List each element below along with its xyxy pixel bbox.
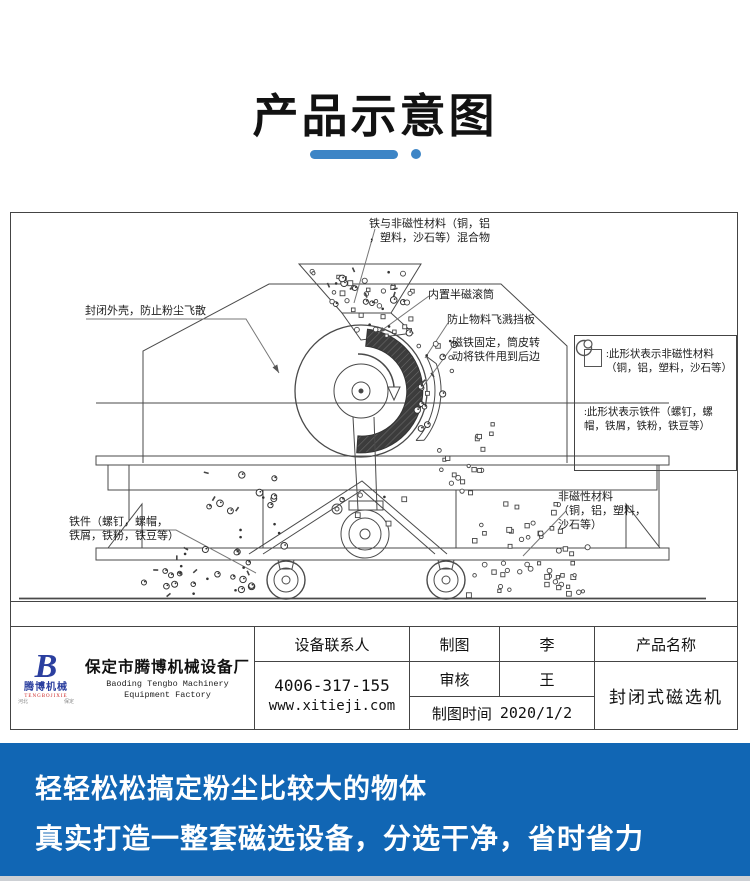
drafter-label-cell: 制图 <box>410 627 500 662</box>
title-block-table: B 腾博机械 TENGBOJIXIE 河北保定 保定市腾博机械设备厂 Baodi… <box>11 626 737 729</box>
company-name-cn: 保定市腾博机械设备厂 <box>84 659 250 676</box>
caster-wheel-left <box>266 559 306 600</box>
logo-name-en: TENGBOJIXIE <box>24 693 68 699</box>
legend-box: :此形状表示非磁性材料 （铜，铝，塑料，沙石等） :此形状表示铁件（螺钉，螺 帽… <box>574 335 737 471</box>
rotation-arrow-arc <box>357 353 395 388</box>
company-name-en2: Equipment Factory <box>124 690 211 700</box>
machine-drawing: 铁与非磁性材料（铜，铝 ，塑料，沙石等）混合物 封闭外壳，防止粉尘飞散 内置半磁… <box>11 213 737 602</box>
product-label-cell: 产品名称 <box>595 627 737 662</box>
v-deflector <box>248 480 448 555</box>
cart-base <box>95 547 670 561</box>
rotation-arrow-head <box>387 386 401 402</box>
sheet-gap <box>11 602 737 626</box>
title-underline <box>0 149 750 159</box>
company-logo: B 腾博机械 TENGBOJIXIE 河北保定 <box>15 647 77 705</box>
legend-nonmagnetic: :此形状表示非磁性材料 （铜，铝，塑料，沙石等） <box>584 348 732 376</box>
table-apron <box>107 464 658 491</box>
contact-label-cell: 设备联系人 <box>255 627 410 662</box>
motor-bracket <box>348 500 384 511</box>
splash-baffle-outer <box>423 363 442 441</box>
material-particles <box>140 267 591 599</box>
page-title: 产品示意图 <box>252 90 498 142</box>
label-nonmagnetic-output: 非磁性材料 （铜，铝，塑料， 沙石等） <box>558 491 646 531</box>
logo-side-text: 河北保定 <box>17 699 74 705</box>
label-iron-output: 铁件（螺钉，螺帽， 铁屑，铁粉，铁豆等） <box>69 516 179 542</box>
magnetic-separator-schematic <box>19 228 706 600</box>
iron-piece-symbol-icon <box>575 339 593 357</box>
product-name-cell: 封闭式磁选机 <box>609 688 723 707</box>
reviewer-value-cell: 王 <box>500 662 595 697</box>
drawing-date: 2020/1/2 <box>499 704 573 722</box>
label-magnet: 磁铁固定，筒皮转 动将铁件甩到后边 <box>452 337 540 363</box>
caster-wheel-right <box>426 559 466 600</box>
underline-dot-shape <box>410 149 421 159</box>
drafter-value-cell: 李 <box>500 627 595 662</box>
reviewer-label-cell: 审核 <box>410 662 500 697</box>
marketing-footer: 轻轻松松搞定粉尘比较大的物体 真实打造一整套磁选设备，分选干净，省时省力 <box>0 743 750 876</box>
label-feed-mixture: 铁与非磁性材料（铜，铝 ，塑料，沙石等）混合物 <box>369 218 490 244</box>
drum-center <box>358 388 364 394</box>
machine-enclosure <box>142 283 568 463</box>
drawing-date-cell: 制图时间 2020/1/2 <box>410 697 595 729</box>
label-enclosure: 封闭外壳，防止粉尘飞散 <box>85 305 206 317</box>
belt-left <box>352 416 359 511</box>
company-name-en1: Baoding Tengbo Machinery <box>106 679 229 689</box>
drawing-sheet: 铁与非磁性材料（铜，铝 ，塑料，沙石等）混合物 封闭外壳，防止粉尘飞散 内置半磁… <box>10 212 738 730</box>
contact-info-cell: 4006-317-155 www.xitieji.com <box>255 662 410 729</box>
motor-pulley <box>340 509 390 559</box>
underline-bar-shape <box>309 149 398 159</box>
leader-lines <box>71 228 567 574</box>
logo-name-cn: 腾博机械 <box>23 681 68 693</box>
website: www.xitieji.com <box>268 697 396 714</box>
company-cell: B 腾博机械 TENGBOJIXIE 河北保定 保定市腾博机械设备厂 Baodi… <box>11 627 255 729</box>
label-drum: 内置半磁滚筒 <box>428 289 494 301</box>
phone-number: 4006-317-155 <box>274 675 390 695</box>
footer-line2: 真实打造一整套磁选设备，分选干净，省时省力 <box>35 823 645 854</box>
drum-axle <box>351 381 371 401</box>
splash-baffle-inner <box>415 356 436 441</box>
logo-mark: B <box>34 647 58 685</box>
magnet-arc <box>356 328 424 454</box>
legend-iron: :此形状表示铁件（螺钉，螺 帽，铁屑，铁粉，铁豆等） <box>575 339 729 434</box>
drum-hub <box>333 363 389 419</box>
belt-right <box>373 416 378 511</box>
tension-knob <box>331 503 343 515</box>
bottom-strip <box>0 876 750 881</box>
label-baffle: 防止物料飞溅挡板 <box>447 314 535 326</box>
footer-line1: 轻轻松松搞定粉尘比较大的物体 <box>35 774 427 804</box>
